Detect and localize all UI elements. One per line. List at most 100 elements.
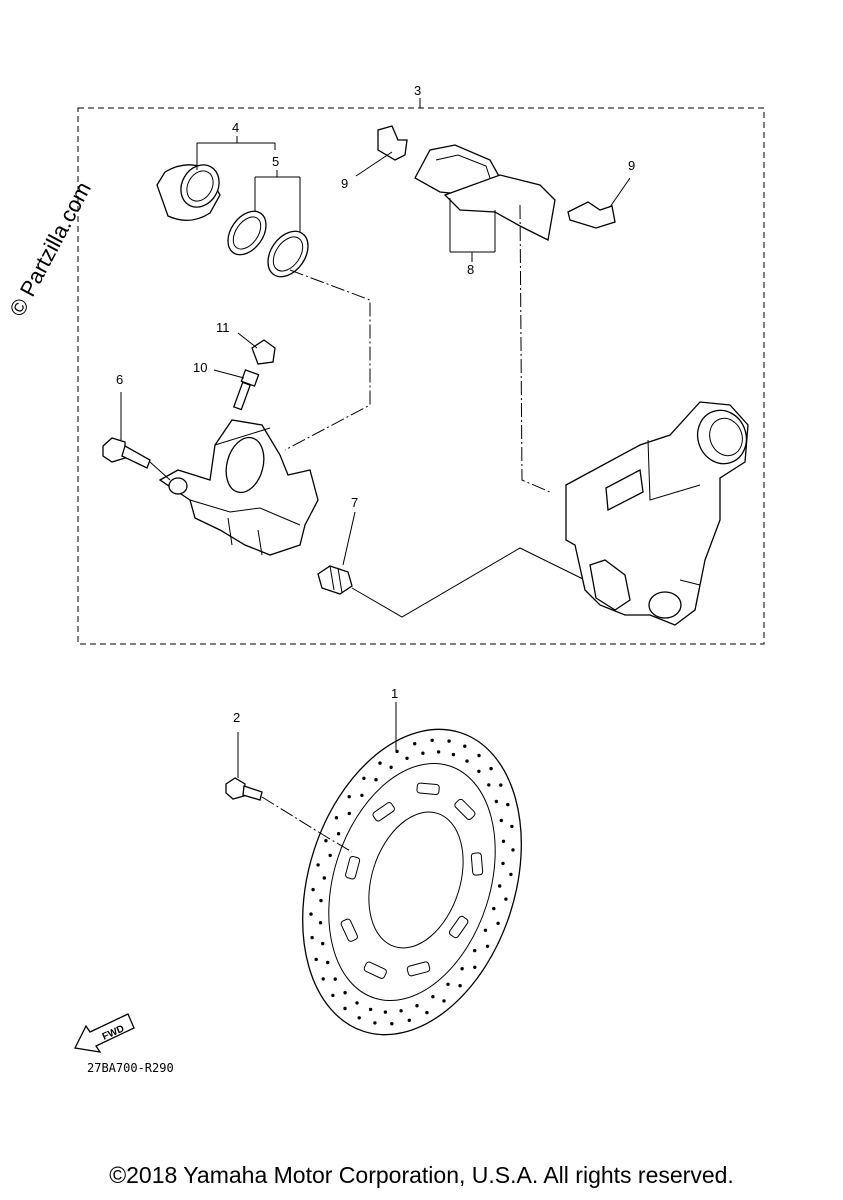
disc-hole bbox=[316, 863, 320, 867]
caliper-bolt-part[interactable] bbox=[102, 437, 151, 469]
disc-hole bbox=[483, 928, 488, 932]
disc-hole bbox=[506, 802, 510, 807]
disc-hole bbox=[501, 839, 506, 843]
callout-3[interactable]: 3 bbox=[414, 83, 421, 98]
caliper-bracket-part[interactable] bbox=[565, 401, 754, 626]
pad-spring-right[interactable] bbox=[567, 201, 616, 229]
disc-hole bbox=[336, 832, 341, 836]
disc-hole bbox=[494, 799, 498, 804]
disc-hole bbox=[326, 960, 330, 965]
disc-hole bbox=[446, 982, 450, 986]
disc-hole bbox=[324, 839, 328, 843]
disc-hole bbox=[321, 977, 325, 981]
pin-boot-part[interactable] bbox=[317, 565, 353, 595]
disc-hole bbox=[499, 783, 503, 787]
callout-10[interactable]: 10 bbox=[193, 360, 207, 375]
disc-hole bbox=[328, 853, 332, 858]
disc-hole bbox=[509, 872, 513, 877]
brake-pads-part[interactable] bbox=[414, 144, 556, 241]
disc-hole bbox=[415, 1004, 419, 1008]
copyright-notice: ©2018 Yamaha Motor Corporation, U.S.A. A… bbox=[109, 1162, 734, 1188]
disc-hole bbox=[407, 1018, 411, 1022]
piston-part[interactable] bbox=[156, 158, 227, 221]
fwd-arrow-icon: FWD bbox=[74, 1013, 135, 1053]
disc-bolt-part[interactable] bbox=[225, 777, 263, 801]
disc-hole bbox=[383, 1010, 388, 1014]
callout-5[interactable]: 5 bbox=[272, 154, 279, 169]
disc-hole bbox=[413, 742, 417, 746]
disc-slot bbox=[416, 782, 440, 796]
disc-hole bbox=[421, 751, 425, 755]
disc-hole bbox=[357, 1016, 361, 1020]
callout-9-right[interactable]: 9 bbox=[628, 158, 635, 173]
disc-slot bbox=[454, 798, 476, 820]
disc-hole bbox=[322, 876, 326, 880]
callout-11[interactable]: 11 bbox=[216, 320, 230, 335]
callout-6[interactable]: 6 bbox=[116, 372, 123, 387]
disc-slot bbox=[448, 915, 469, 939]
callout-7[interactable]: 7 bbox=[351, 495, 358, 510]
disc-hole bbox=[499, 818, 503, 823]
disc-hole bbox=[347, 795, 351, 799]
disc-hole bbox=[318, 921, 323, 925]
disc-hole bbox=[343, 1006, 347, 1011]
disc-hole bbox=[343, 991, 347, 995]
callout-9-left[interactable]: 9 bbox=[341, 176, 348, 191]
disc-hole bbox=[451, 752, 456, 757]
caliper-body-part[interactable] bbox=[158, 419, 319, 556]
parts-diagram: © Partzilla.com 3 4 5 9 9 bbox=[4, 83, 765, 1075]
disc-hole bbox=[347, 811, 351, 816]
callout-8[interactable]: 8 bbox=[467, 262, 474, 277]
disc-hole bbox=[430, 738, 434, 742]
diagram-code: 27BA700-R290 bbox=[87, 1061, 174, 1075]
bleed-screw-part[interactable] bbox=[232, 369, 260, 411]
disc-hole bbox=[510, 824, 514, 829]
bleed-cap-part[interactable] bbox=[251, 339, 276, 365]
disc-hole bbox=[309, 912, 313, 916]
disc-hole bbox=[425, 1010, 429, 1015]
disc-hole bbox=[389, 765, 393, 769]
disc-hole bbox=[436, 750, 441, 754]
disc-hole bbox=[362, 776, 366, 780]
disc-hole bbox=[458, 984, 462, 988]
disc-hole bbox=[498, 884, 502, 888]
disc-hole bbox=[360, 793, 364, 797]
callout-2[interactable]: 2 bbox=[233, 710, 240, 725]
disc-hole bbox=[310, 935, 314, 940]
disc-hole bbox=[333, 977, 337, 981]
disc-hole bbox=[321, 941, 325, 946]
disc-hole bbox=[442, 999, 446, 1003]
disc-slot bbox=[340, 918, 358, 942]
pad-spring-left[interactable] bbox=[377, 125, 408, 161]
disc-hole bbox=[378, 761, 382, 765]
disc-hole bbox=[447, 739, 451, 743]
callout-4[interactable]: 4 bbox=[232, 120, 239, 135]
disc-hole bbox=[331, 993, 335, 998]
disc-hole bbox=[399, 1009, 403, 1013]
brake-disc-part[interactable] bbox=[266, 701, 559, 1063]
seal-ring-2[interactable] bbox=[260, 224, 317, 284]
callout-1[interactable]: 1 bbox=[391, 686, 398, 701]
disc-hole bbox=[314, 957, 318, 962]
disc-hole bbox=[368, 1007, 373, 1012]
disc-hole bbox=[477, 753, 481, 758]
disc-hole bbox=[473, 965, 477, 969]
disc-hole bbox=[496, 921, 500, 925]
disc-hole bbox=[405, 756, 409, 760]
disc-slot bbox=[345, 855, 361, 880]
disc-hole bbox=[501, 861, 505, 866]
disc-hole bbox=[485, 944, 490, 948]
disc-hole bbox=[390, 1022, 394, 1026]
seal-ring-1[interactable] bbox=[220, 204, 274, 262]
disc-hole bbox=[473, 948, 477, 953]
disc-hole bbox=[311, 887, 315, 892]
disc-hole bbox=[492, 906, 496, 911]
disc-hole bbox=[465, 759, 469, 763]
disc-hole bbox=[373, 1021, 377, 1025]
disc-hole bbox=[374, 778, 378, 782]
disc-hole bbox=[355, 1001, 359, 1005]
disc-slot bbox=[372, 802, 395, 822]
disc-hole bbox=[431, 995, 435, 999]
disc-hole bbox=[319, 898, 323, 903]
disc-hole bbox=[460, 967, 464, 971]
